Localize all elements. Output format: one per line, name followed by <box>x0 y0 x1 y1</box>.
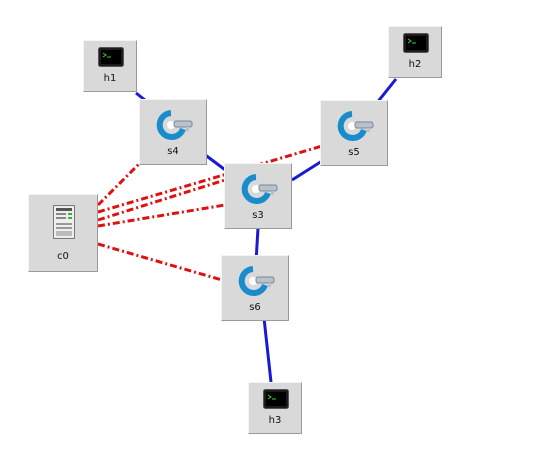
controller-c0[interactable]: c0 <box>28 194 98 272</box>
node-label: h3 <box>268 415 282 426</box>
host-h3[interactable]: h3 <box>248 382 302 434</box>
data-link-h2-s5[interactable] <box>374 78 398 105</box>
node-label: s5 <box>348 147 360 158</box>
controller-icon <box>53 205 75 239</box>
node-label: h2 <box>408 59 422 70</box>
switch-icon <box>238 266 275 296</box>
terminal-icon <box>98 47 124 67</box>
terminal-icon <box>403 33 429 53</box>
control-link-c0-s3[interactable] <box>97 203 226 228</box>
node-label: c0 <box>57 251 69 262</box>
switch-icon <box>156 110 193 140</box>
control-link-c0-s4[interactable] <box>96 156 147 207</box>
node-label: s4 <box>167 146 179 157</box>
node-label: h1 <box>103 73 117 84</box>
switch-s4[interactable]: s4 <box>139 99 207 165</box>
switch-s3[interactable]: s3 <box>224 163 292 229</box>
data-link-s6-h3[interactable] <box>262 317 273 383</box>
control-link-c0-s3[interactable] <box>97 178 226 222</box>
node-label: s3 <box>252 210 264 221</box>
switch-icon <box>241 174 278 204</box>
host-h2[interactable]: h2 <box>388 26 442 78</box>
switch-icon <box>337 111 374 141</box>
switch-s5[interactable]: s5 <box>320 100 388 166</box>
control-links <box>96 144 323 282</box>
node-label: s6 <box>249 302 261 313</box>
host-h1[interactable]: h1 <box>83 40 137 92</box>
switch-s6[interactable]: s6 <box>221 255 289 321</box>
control-link-c0-s6[interactable] <box>97 242 223 282</box>
terminal-icon <box>263 389 289 409</box>
control-link-c0-s5[interactable] <box>97 144 323 214</box>
